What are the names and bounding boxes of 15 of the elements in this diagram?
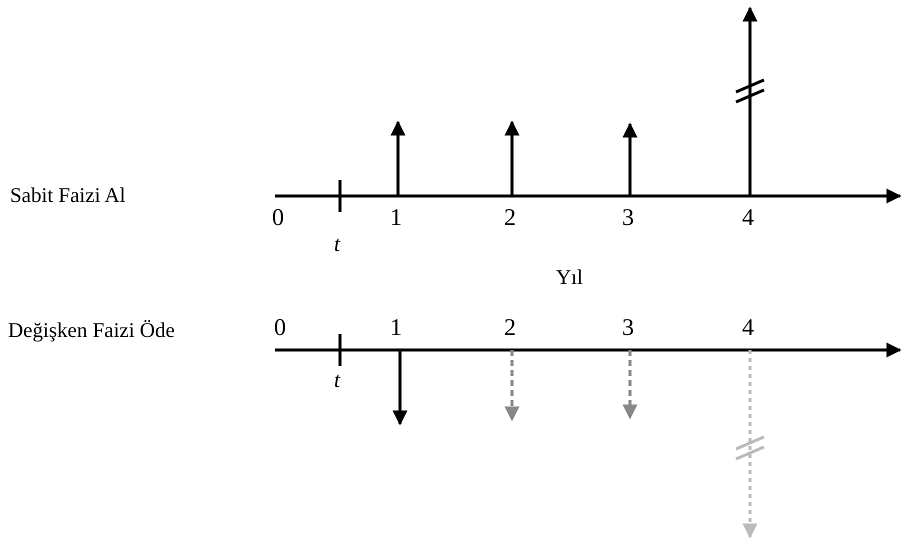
- axis-title: Yıl: [556, 265, 583, 289]
- tick-label: 4: [742, 206, 754, 230]
- tick-label: 1: [390, 316, 402, 340]
- tick-label: 2: [504, 316, 516, 340]
- tick-label: 3: [622, 316, 634, 340]
- tick-label: t: [334, 232, 340, 256]
- tick-label: 4: [742, 316, 754, 340]
- tick-label: t: [334, 368, 340, 392]
- row-label: Değişken Faizi Öde: [8, 318, 175, 342]
- row-label: Sabit Faizi Al: [10, 183, 126, 207]
- tick-label: 2: [504, 206, 516, 230]
- tick-label: 0: [274, 316, 286, 340]
- tick-label: 3: [622, 206, 634, 230]
- tick-label: 0: [272, 206, 284, 230]
- tick-label: 1: [390, 206, 402, 230]
